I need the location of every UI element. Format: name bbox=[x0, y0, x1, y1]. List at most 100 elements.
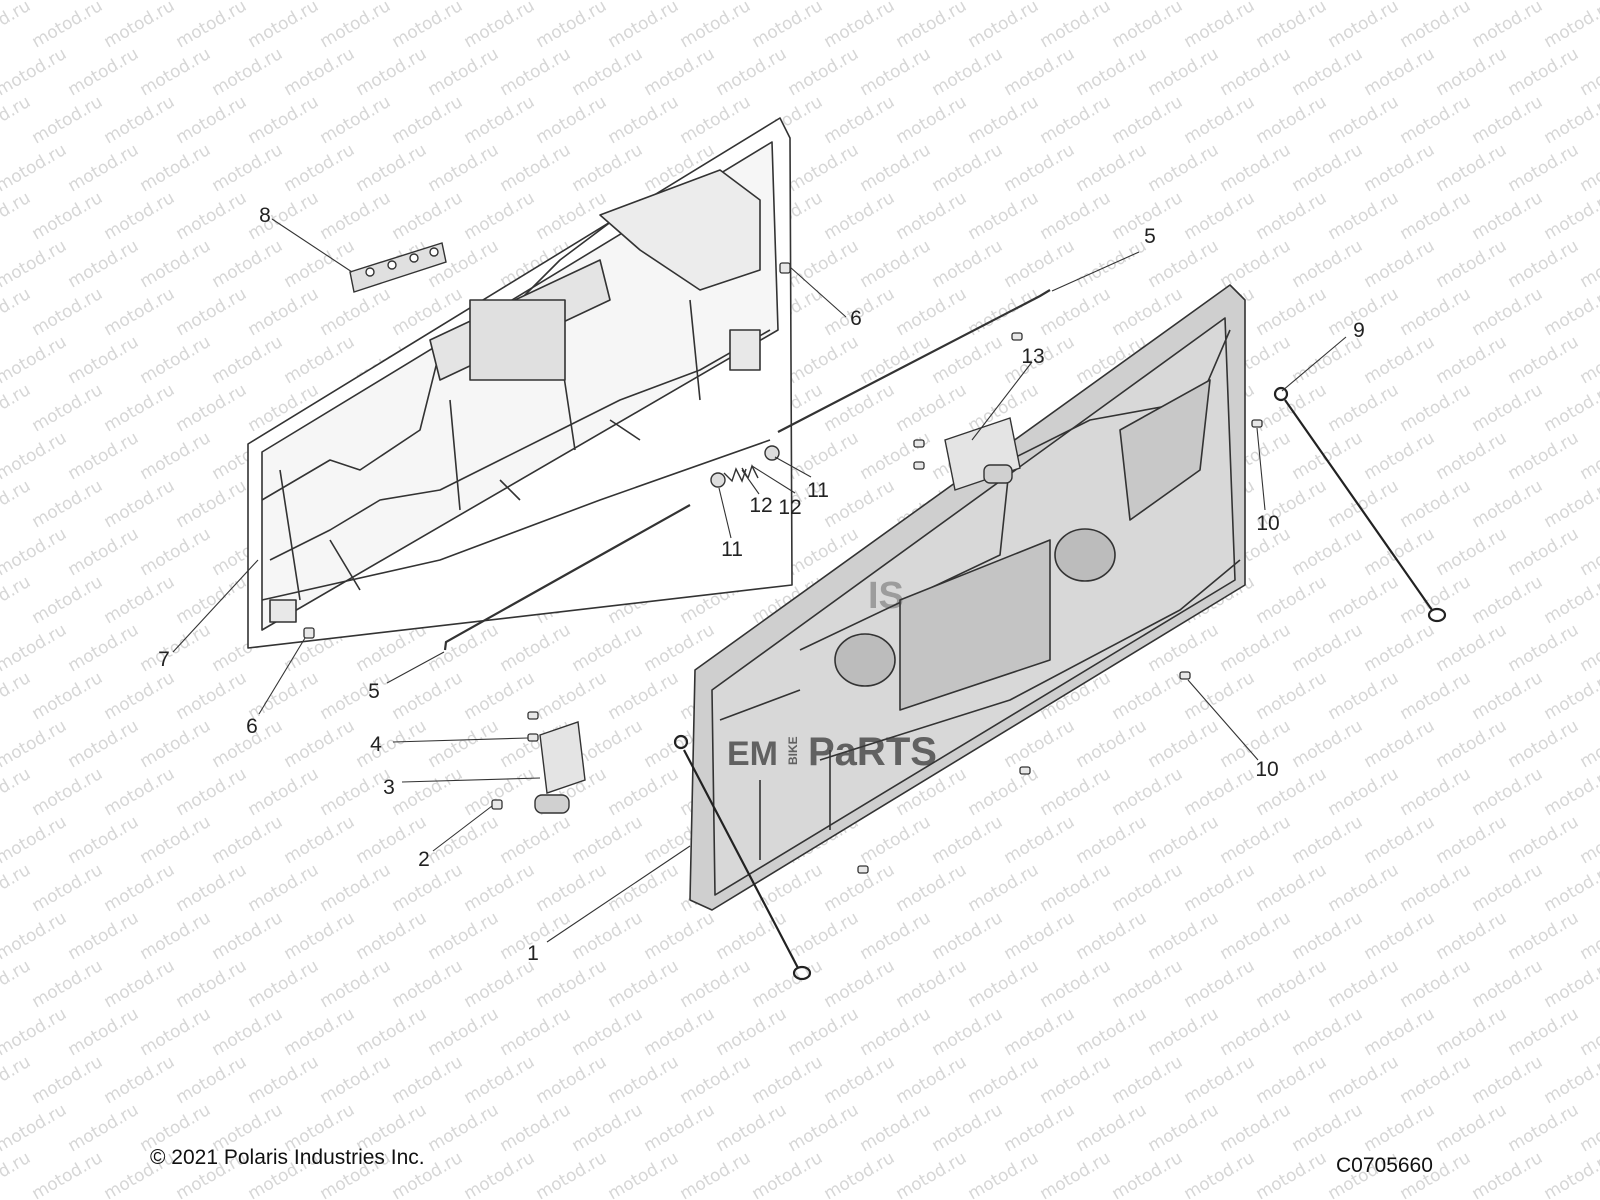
watermark-text: motod.ru bbox=[425, 0, 503, 4]
watermark-text: motod.ru bbox=[209, 44, 287, 100]
watermark-text: motod.ru bbox=[785, 236, 863, 292]
watermark-text: motod.ru bbox=[641, 1004, 719, 1060]
watermark-text: motod.ru bbox=[857, 332, 935, 388]
watermark-text: motod.ru bbox=[1289, 812, 1367, 868]
watermark-text: motod.ru bbox=[1325, 764, 1403, 820]
watermark-text: motod.ru bbox=[785, 1004, 863, 1060]
watermark-text: motod.ru bbox=[1469, 92, 1547, 148]
watermark-text: motod.ru bbox=[533, 1148, 611, 1200]
watermark-text: motod.ru bbox=[0, 620, 70, 676]
watermark-text: motod.ru bbox=[1541, 860, 1600, 916]
watermark-text: motod.ru bbox=[0, 524, 70, 580]
watermark-text: motod.ru bbox=[1289, 140, 1367, 196]
watermark-text: motod.ru bbox=[1505, 428, 1583, 484]
watermark-text: motod.ru bbox=[1397, 668, 1475, 724]
watermark-text: motod.ru bbox=[65, 620, 143, 676]
callout-12-lower: 12 bbox=[749, 494, 772, 517]
watermark-text: motod.ru bbox=[497, 620, 575, 676]
watermark-text: motod.ru bbox=[1073, 0, 1151, 4]
watermark-text: motod.ru bbox=[1433, 524, 1511, 580]
watermark-text: motod.ru bbox=[137, 716, 215, 772]
watermark-text: motod.ru bbox=[1181, 860, 1259, 916]
watermark-text: motod.ru bbox=[713, 1004, 791, 1060]
watermark-text: motod.ru bbox=[1145, 1004, 1223, 1060]
watermark-text: motod.ru bbox=[1469, 476, 1547, 532]
watermark-text: motod.ru bbox=[1325, 92, 1403, 148]
watermark-text: motod.ru bbox=[0, 332, 70, 388]
watermark-text: motod.ru bbox=[569, 1004, 647, 1060]
watermark-text: motod.ru bbox=[857, 428, 935, 484]
callout-7: 7 bbox=[158, 648, 170, 671]
watermark-text: motod.ru bbox=[713, 0, 791, 4]
watermark-text: motod.ru bbox=[1505, 332, 1583, 388]
watermark-text: motod.ru bbox=[929, 140, 1007, 196]
outer-panel-part bbox=[689, 284, 1246, 911]
watermark-text: motod.ru bbox=[245, 1052, 323, 1108]
watermark-text: motod.ru bbox=[65, 524, 143, 580]
watermark-text: motod.ru bbox=[1217, 44, 1295, 100]
watermark-text: motod.ru bbox=[0, 140, 70, 196]
watermark-text: motod.ru bbox=[1505, 716, 1583, 772]
watermark-text: motod.ru bbox=[1541, 668, 1600, 724]
watermark-text: motod.ru bbox=[1361, 1100, 1439, 1156]
watermark-text: motod.ru bbox=[281, 332, 359, 388]
watermark-text: motod.ru bbox=[857, 812, 935, 868]
watermark-text: motod.ru bbox=[785, 44, 863, 100]
watermark-text: motod.ru bbox=[1433, 716, 1511, 772]
watermark-text: motod.ru bbox=[1253, 1148, 1331, 1200]
watermark-text: motod.ru bbox=[281, 0, 359, 4]
watermark-text: motod.ru bbox=[1469, 572, 1547, 628]
callout-5-upper: 5 bbox=[1144, 225, 1156, 248]
bracket-part bbox=[349, 242, 447, 293]
watermark-text: motod.ru bbox=[965, 92, 1043, 148]
figure-id-text: C0705660 bbox=[1336, 1154, 1433, 1177]
watermark-text: motod.ru bbox=[65, 140, 143, 196]
watermark-text: motod.ru bbox=[281, 716, 359, 772]
rod-parts bbox=[443, 289, 1051, 651]
copyright-text: © 2021 Polaris Industries Inc. bbox=[150, 1146, 425, 1169]
watermark-text: motod.ru bbox=[1253, 0, 1331, 52]
callout-13: 13 bbox=[1021, 345, 1044, 368]
watermark-text: motod.ru bbox=[1577, 908, 1600, 964]
watermark-text: motod.ru bbox=[1181, 764, 1259, 820]
watermark-text: motod.ru bbox=[929, 44, 1007, 100]
watermark-text: motod.ru bbox=[1289, 44, 1367, 100]
watermark-text: motod.ru bbox=[497, 1100, 575, 1156]
watermark-text: motod.ru bbox=[1037, 1052, 1115, 1108]
watermark-text: motod.ru bbox=[245, 860, 323, 916]
watermark-text: motod.ru bbox=[0, 812, 70, 868]
watermark-text: motod.ru bbox=[857, 0, 935, 4]
watermark-text: motod.ru bbox=[1001, 908, 1079, 964]
watermark-text: motod.ru bbox=[1253, 572, 1331, 628]
watermark-text: motod.ru bbox=[1325, 1052, 1403, 1108]
watermark-text: motod.ru bbox=[1073, 140, 1151, 196]
watermark-text: motod.ru bbox=[317, 188, 395, 244]
watermark-text: motod.ru bbox=[893, 956, 971, 1012]
watermark-text: motod.ru bbox=[1541, 188, 1600, 244]
watermark-text: motod.ru bbox=[65, 0, 143, 4]
watermark-text: motod.ru bbox=[785, 908, 863, 964]
watermark-text: motod.ru bbox=[461, 0, 539, 52]
watermark-text: motod.ru bbox=[1037, 860, 1115, 916]
watermark-text: motod.ru bbox=[929, 1004, 1007, 1060]
watermark-text: motod.ru bbox=[1577, 716, 1600, 772]
watermark-text: motod.ru bbox=[0, 476, 34, 532]
watermark-text: motod.ru bbox=[461, 668, 539, 724]
watermark-text: motod.ru bbox=[0, 572, 34, 628]
watermark-text: motod.ru bbox=[389, 764, 467, 820]
watermark-text: motod.ru bbox=[209, 236, 287, 292]
watermark-text: motod.ru bbox=[1433, 44, 1511, 100]
watermark-text: motod.ru bbox=[605, 92, 683, 148]
watermark-text: motod.ru bbox=[317, 860, 395, 916]
watermark-text: motod.ru bbox=[1289, 620, 1367, 676]
watermark-text: motod.ru bbox=[425, 620, 503, 676]
logo-parts-text: PaRTS bbox=[808, 730, 937, 774]
watermark-text: motod.ru bbox=[461, 1148, 539, 1200]
watermark-text: motod.ru bbox=[1505, 620, 1583, 676]
watermark-text: motod.ru bbox=[1469, 188, 1547, 244]
watermark-text: motod.ru bbox=[101, 188, 179, 244]
watermark-text: motod.ru bbox=[29, 284, 107, 340]
callout-10-upper: 10 bbox=[1256, 512, 1279, 535]
watermark-text: motod.ru bbox=[137, 812, 215, 868]
watermark-text: motod.ru bbox=[929, 812, 1007, 868]
